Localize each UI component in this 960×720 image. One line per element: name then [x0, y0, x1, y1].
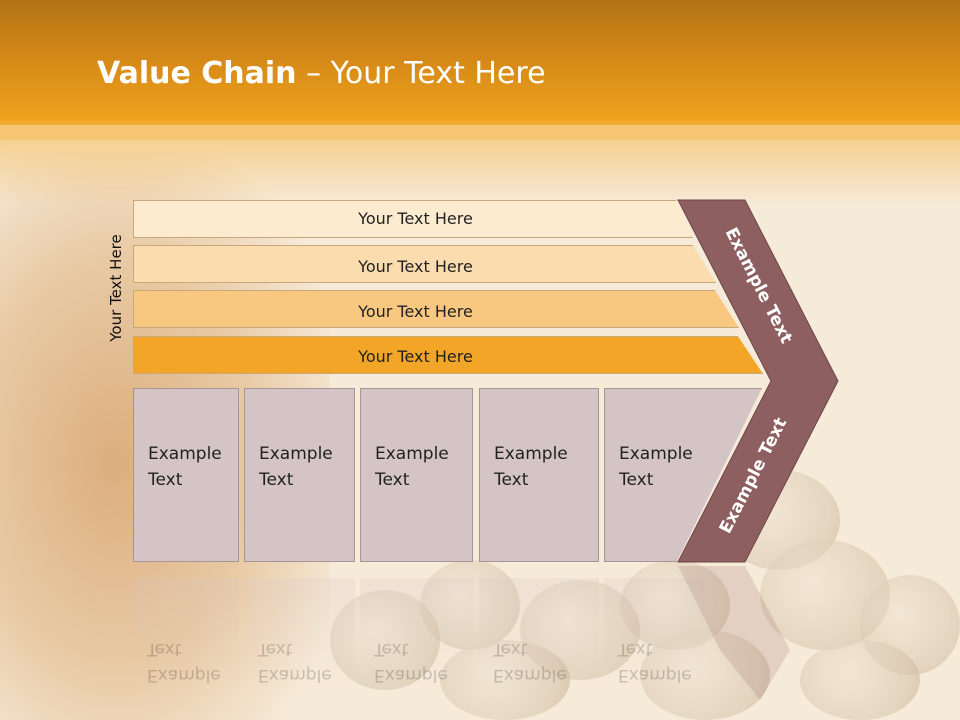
band-4: [133, 336, 763, 374]
band-3-text: Your Text Here: [358, 302, 473, 321]
chevron-shape: [677, 199, 839, 563]
slide-title: Value Chain – Your Text Here: [97, 56, 546, 91]
title-bar: [0, 0, 960, 140]
band-1: [133, 200, 693, 238]
band-4-text: Your Text Here: [358, 347, 473, 366]
chevron-reflection: [678, 566, 790, 700]
band-3: [133, 290, 739, 328]
band-1-text: Your Text Here: [358, 209, 473, 228]
title-bold: Value Chain: [97, 56, 297, 91]
title-rest: – Your Text Here: [296, 56, 546, 91]
band-2: [133, 245, 716, 283]
header-fade: [0, 125, 960, 205]
band-2-text: Your Text Here: [358, 257, 473, 276]
